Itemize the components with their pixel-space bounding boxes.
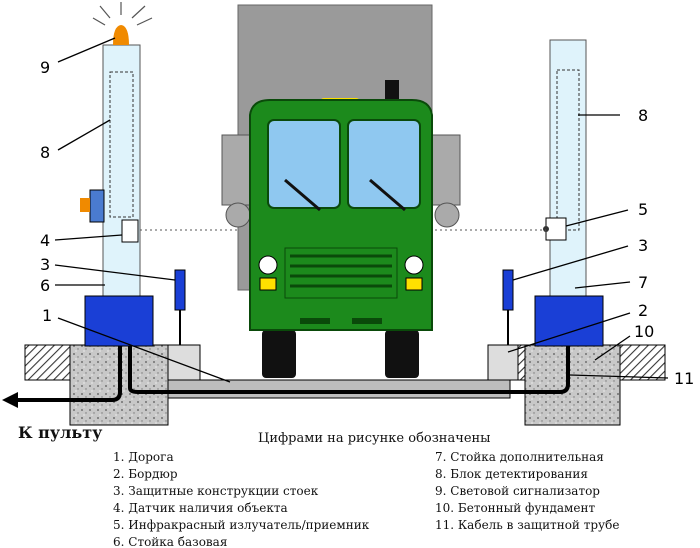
right-post xyxy=(534,39,604,347)
legend-item: 1. Дорога xyxy=(113,450,174,464)
label-3-right: 3 xyxy=(638,236,649,255)
concrete-foundation-right xyxy=(524,344,621,426)
left-post xyxy=(80,2,154,347)
leader-lines xyxy=(54,37,669,383)
label-9: 9 xyxy=(40,58,51,77)
legend-item: 6. Стойка базовая xyxy=(113,535,228,548)
to-console-label: К пульту xyxy=(18,423,103,442)
legend-item: 11. Кабель в защитной трубе xyxy=(435,518,620,532)
legend-item: 3. Защитные конструкции стоек xyxy=(113,484,319,498)
legend-item: 5. Инфракрасный излучатель/приемник xyxy=(113,518,370,532)
legend-item: 2. Бордюр xyxy=(113,467,178,481)
label-3-left: 3 xyxy=(40,255,51,274)
road xyxy=(167,379,511,399)
arrow-icon xyxy=(2,392,18,408)
legend-item: 7. Стойка дополнительная xyxy=(435,450,604,464)
label-5: 5 xyxy=(638,200,649,219)
label-8-left: 8 xyxy=(40,143,51,162)
label-2: 2 xyxy=(638,301,649,320)
legend-item: 4. Датчик наличия объекта xyxy=(113,501,288,515)
label-10: 10 xyxy=(634,322,655,341)
truck xyxy=(221,4,461,378)
curb-left xyxy=(167,344,201,381)
label-8-right: 8 xyxy=(638,106,649,125)
legend-item: 8. Блок детектирования xyxy=(435,467,588,481)
label-1: 1 xyxy=(42,306,53,325)
label-4: 4 xyxy=(40,231,51,250)
protector-left xyxy=(174,269,186,311)
signal-light-icon xyxy=(113,25,129,45)
legend-right: 7. Стойка дополнительная 8. Блок детекти… xyxy=(435,449,619,534)
legend-left: 1. Дорога 2. Бордюр 3. Защитные конструк… xyxy=(113,449,369,548)
legend-item: 9. Световой сигнализатор xyxy=(435,484,600,498)
presence-sensor xyxy=(121,219,139,243)
cable xyxy=(2,345,570,408)
label-6: 6 xyxy=(40,276,51,295)
label-11: 11 xyxy=(674,369,695,388)
protector-right xyxy=(502,269,514,311)
label-7: 7 xyxy=(638,273,649,292)
legend-item: 10. Бетонный фундамент xyxy=(435,501,596,515)
legend-title: Цифрами на рисунке обозначены xyxy=(258,431,491,446)
